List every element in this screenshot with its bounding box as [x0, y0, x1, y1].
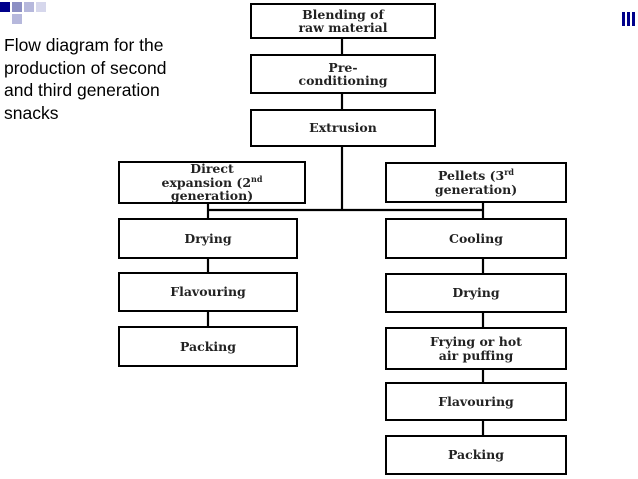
branch-direct-text-part: generation)	[170, 188, 254, 204]
branch-direct-text: Direct expansion (2nd generation)	[162, 162, 263, 203]
step-right-drying: Drying	[385, 273, 567, 313]
step-right-cooling: Cooling	[385, 218, 567, 259]
slide-caption: Flow diagram for the production of secon…	[4, 35, 167, 123]
step-left-packing: Packing	[118, 326, 298, 367]
step-right-packing: Packing	[385, 435, 567, 475]
branch-pellets: Pellets (3rd generation)	[385, 162, 567, 203]
ornament-square	[12, 2, 22, 12]
step-extrusion: Extrusion	[250, 109, 436, 147]
step-blending: Blending of raw material	[250, 3, 436, 39]
step-right-frying: Frying or hot air puffing	[385, 327, 567, 370]
ornament-bar	[627, 12, 630, 26]
branch-direct-expansion: Direct expansion (2nd generation)	[118, 161, 306, 204]
branch-pellets-text-part: generation)	[434, 181, 518, 197]
ornament-square	[12, 14, 22, 24]
step-left-drying: Drying	[118, 218, 298, 259]
step-right-flavouring: Flavouring	[385, 382, 567, 421]
slide-corner-ornament	[0, 2, 46, 24]
ordinal-suffix: rd	[504, 166, 515, 177]
branch-direct-text-part: Direct expansion (2	[161, 161, 252, 190]
step-left-flavouring: Flavouring	[118, 272, 298, 312]
ornament-bar	[632, 12, 635, 26]
step-preconditioning: Pre- conditioning	[250, 54, 436, 94]
branch-pellets-text: Pellets (3rd generation)	[434, 166, 518, 197]
ordinal-suffix: nd	[251, 173, 263, 184]
ornament-square	[36, 2, 46, 12]
slide-edge-ornament	[622, 12, 635, 26]
ornament-bar	[622, 12, 625, 26]
ornament-square	[0, 2, 10, 12]
ornament-square	[24, 2, 34, 12]
branch-pellets-text-part: Pellets (3	[437, 168, 505, 183]
